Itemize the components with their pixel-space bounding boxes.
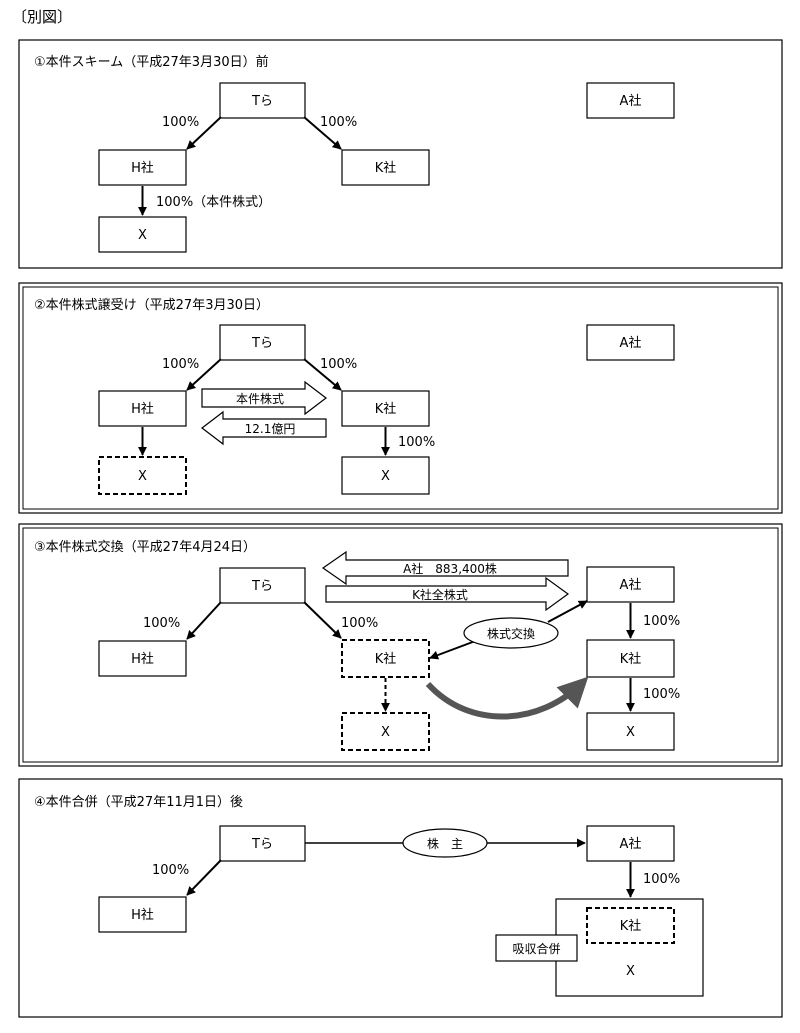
node-x-old xyxy=(341,712,430,751)
node-h xyxy=(98,640,187,677)
edge-t-h xyxy=(186,358,222,391)
node-x-old xyxy=(98,456,187,495)
node-x-label: X xyxy=(626,964,635,979)
panel-1: ①本件スキーム（平成27年3月30日）前 Tら A社 H社 K社 X 100% … xyxy=(18,39,783,269)
node-a xyxy=(586,825,675,862)
share-exchange-label: 株式交換 xyxy=(487,626,535,641)
panel-4-frame xyxy=(18,778,783,1018)
node-t-label: Tら xyxy=(251,336,273,351)
node-t-label: Tら xyxy=(251,579,273,594)
panel-2-frame-outer xyxy=(18,282,783,514)
node-t xyxy=(219,825,306,862)
label-k-x: 100% xyxy=(643,687,680,702)
node-k xyxy=(341,149,430,186)
node-t xyxy=(219,324,306,361)
edge-t-k xyxy=(303,116,342,150)
shares-transfer-label: 本件株式 xyxy=(236,391,284,406)
node-h xyxy=(98,896,187,933)
node-a xyxy=(586,566,675,603)
edge-t-h xyxy=(186,116,222,150)
label-h-x: 100%（本件株式） xyxy=(156,195,271,210)
node-h xyxy=(98,390,187,427)
node-x-new-label: X xyxy=(381,469,390,484)
shareholder-ellipse xyxy=(402,828,488,858)
label-t-h: 100% xyxy=(162,357,199,372)
label-t-h: 100% xyxy=(152,863,189,878)
payment-arrow xyxy=(201,410,327,446)
panel-4-title: ④本件合併（平成27年11月1日）後 xyxy=(34,795,243,810)
label-t-k: 100% xyxy=(320,115,357,130)
label-t-k: 100% xyxy=(320,357,357,372)
panel-2: ②本件株式譲受け（平成27年3月30日） Tら A社 H社 K社 X X 100… xyxy=(18,282,783,514)
node-x-old-label: X xyxy=(381,725,390,740)
merge-label-box xyxy=(495,934,578,962)
label-a-x: 100% xyxy=(643,872,680,887)
panel-3-title: ③本件株式交換（平成27年4月24日） xyxy=(34,539,256,555)
edge-t-h xyxy=(186,859,222,896)
panel-3: ③本件株式交換（平成27年4月24日） Tら A社 H社 K社 K社 X X 1… xyxy=(18,523,783,767)
node-k-merged xyxy=(586,907,675,944)
shares-transfer-arrow xyxy=(201,380,327,416)
node-k-new-label: K社 xyxy=(620,651,642,667)
exchange-to-k-line xyxy=(429,639,479,660)
node-k-label: K社 xyxy=(375,160,397,176)
label-a-k: 100% xyxy=(643,614,680,629)
a-shares-arrow xyxy=(321,550,569,586)
k-shares-label: K社全株式 xyxy=(412,587,468,602)
edge-t-h xyxy=(186,601,222,640)
node-a-label: A社 xyxy=(620,577,642,593)
node-a-label: A社 xyxy=(620,93,642,109)
panel-2-title: ②本件株式譲受け（平成27年3月30日） xyxy=(34,297,269,313)
node-a-label: A社 xyxy=(620,836,642,852)
figure-header: 〔別図〕 xyxy=(12,8,72,26)
node-a xyxy=(586,324,675,361)
shareholder-label: 株 主 xyxy=(427,836,463,851)
node-h-label: H社 xyxy=(131,401,154,417)
label-k-x: 100% xyxy=(398,435,435,450)
panel-4: ④本件合併（平成27年11月1日）後 Tら A社 H社 X K社 吸収合併 株 … xyxy=(18,778,783,1018)
label-t-k: 100% xyxy=(341,616,378,631)
node-a-label: A社 xyxy=(620,335,642,351)
node-k xyxy=(341,390,430,427)
node-x xyxy=(98,216,187,253)
node-h xyxy=(98,149,187,186)
panel-3-frame-outer xyxy=(18,523,783,767)
panel-3-frame-inner xyxy=(22,527,779,763)
label-t-h: 100% xyxy=(143,616,180,631)
node-k-old-label: K社 xyxy=(375,651,397,667)
a-shares-label: A社 883,400株 xyxy=(403,561,497,576)
payment-label: 12.1億円 xyxy=(245,422,296,436)
node-h-label: H社 xyxy=(131,651,154,667)
edge-t-k xyxy=(303,601,342,639)
node-x-old-label: X xyxy=(138,469,147,484)
node-h-label: H社 xyxy=(131,907,154,923)
node-t xyxy=(219,567,306,604)
panel-1-frame xyxy=(18,39,783,269)
label-t-h: 100% xyxy=(162,115,199,130)
panel-2-frame-inner xyxy=(22,286,779,510)
node-k-old xyxy=(341,639,430,678)
node-k-label: K社 xyxy=(620,918,642,934)
node-x-new xyxy=(341,456,430,495)
transfer-curve-arrow xyxy=(425,676,589,720)
panel-1-title: ①本件スキーム（平成27年3月30日）前 xyxy=(34,54,269,70)
node-t-label: Tら xyxy=(251,837,273,852)
node-h-label: H社 xyxy=(131,160,154,176)
merge-label: 吸収合併 xyxy=(512,941,560,956)
share-exchange-ellipse xyxy=(463,617,559,649)
node-x-label: X xyxy=(138,228,147,243)
node-a xyxy=(586,82,675,119)
node-t xyxy=(219,82,306,119)
node-x-new-label: X xyxy=(626,725,635,740)
node-t-label: Tら xyxy=(251,94,273,109)
k-shares-arrow xyxy=(325,576,570,612)
node-k-label: K社 xyxy=(375,401,397,417)
exchange-to-a-line xyxy=(547,600,588,623)
edge-t-k xyxy=(303,358,342,391)
node-k-new xyxy=(586,639,675,678)
node-x-new xyxy=(586,712,675,751)
